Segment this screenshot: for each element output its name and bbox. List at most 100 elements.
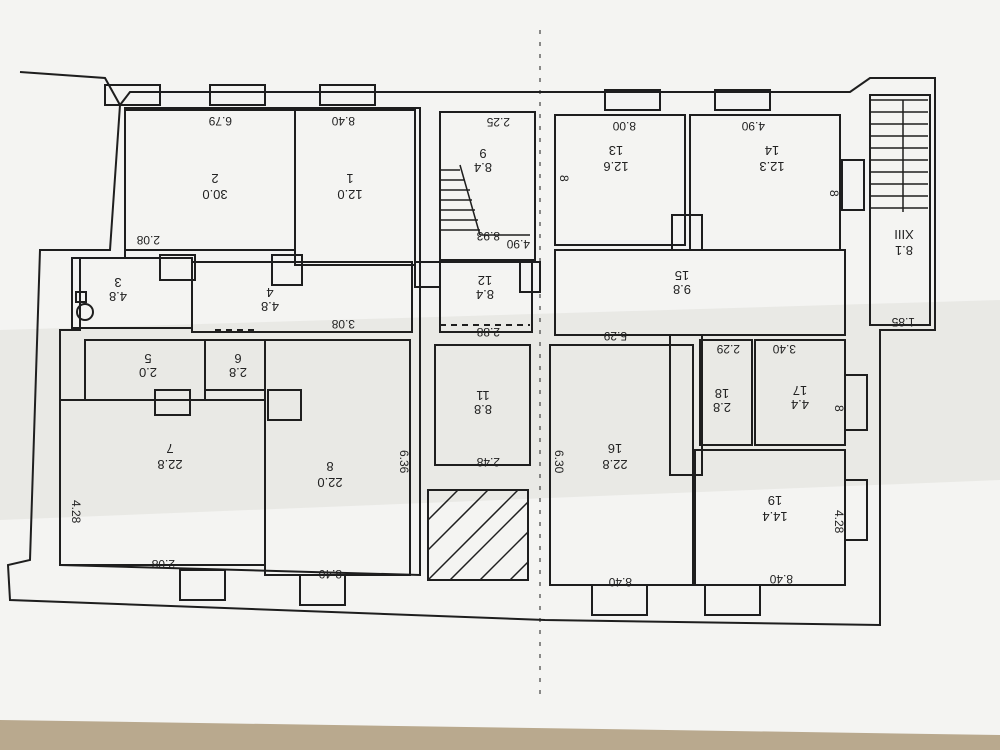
room-9-area: 8.4 <box>474 160 492 175</box>
dim-d22: 4.28 <box>832 510 846 534</box>
dim-d25: 8 <box>832 405 846 412</box>
dim-d8: 4.90 <box>506 237 530 251</box>
toilet-fixture <box>76 303 94 321</box>
dim-d11: 6.30 <box>552 450 566 474</box>
room-7-area: 22.8 <box>157 457 182 472</box>
room-5-area: 2.0 <box>139 365 157 380</box>
room-14-number: 14 <box>765 143 779 158</box>
room-11-number: 11 <box>476 388 490 403</box>
room-5-number: 5 <box>144 351 151 366</box>
dim-room-13-top: 8.00 <box>612 119 636 133</box>
window-7 <box>299 574 346 606</box>
column-1 <box>159 254 196 281</box>
dim-d18: 2.48 <box>476 455 500 469</box>
column-5 <box>671 214 703 251</box>
room-12-outline <box>439 261 533 333</box>
room-2-area: 30.0 <box>202 187 227 202</box>
room-13-area: 12.6 <box>603 159 628 174</box>
room-17-number: 17 <box>793 383 807 398</box>
column-4 <box>267 389 302 421</box>
dim-d24: 8 <box>827 190 841 197</box>
window-2 <box>209 84 266 106</box>
dim-d9: 6.36 <box>397 450 411 474</box>
room-15-area: 9.8 <box>673 282 691 297</box>
window-4 <box>604 89 661 111</box>
hatch-lines <box>427 489 529 581</box>
column-7 <box>414 261 441 288</box>
room-18-outline <box>699 339 753 446</box>
dim-d14: 3.40 <box>772 342 796 356</box>
window-9 <box>704 584 761 616</box>
outer-wall <box>6 71 936 627</box>
room-XIII-area: 8.1 <box>895 243 913 258</box>
dim-room-9-right: 8.93 <box>476 229 500 243</box>
dim-room-14-top: 4.90 <box>741 119 765 133</box>
room-label-1: 12.0 1 <box>337 171 362 202</box>
room-12-area: 8.4 <box>476 287 494 302</box>
room-3-number: 3 <box>114 275 121 290</box>
window-6 <box>179 569 226 601</box>
dim-room-10-top: 2.25 <box>486 115 510 129</box>
paper-shadow <box>0 300 1000 520</box>
dim-d13: 5.29 <box>603 329 627 343</box>
center-stair <box>440 164 530 236</box>
room-11-area: 8.8 <box>474 402 492 417</box>
dim-d5: 3.08 <box>331 317 355 331</box>
room-13-outline <box>554 114 686 246</box>
window-8 <box>591 584 648 616</box>
room-2-outline <box>124 109 296 251</box>
window-1 <box>104 84 161 106</box>
plan-drawing <box>6 30 936 700</box>
room-7-number: 7 <box>166 441 173 456</box>
room-16-number: 16 <box>608 441 622 456</box>
room-label-4: 4.8 4 <box>261 285 279 314</box>
dim-room-XIII-bottom: 1.85 <box>891 315 915 329</box>
room-label-9: 8.4 9 <box>474 146 492 175</box>
window-5 <box>714 89 771 111</box>
room-4-area: 4.8 <box>261 299 279 314</box>
column-3 <box>154 389 191 416</box>
room-label-7: 22.8 7 <box>157 441 182 472</box>
room-8-area: 22.0 <box>317 475 342 490</box>
dim-d21: 4.28 <box>69 500 83 524</box>
room-label-2: 30.0 2 <box>202 171 227 202</box>
room-label-19: 14.4 19 <box>762 493 787 524</box>
column-8 <box>519 261 541 293</box>
dim-d17: 2.88 <box>476 325 500 339</box>
room-9-number: 9 <box>479 146 486 161</box>
room-label-3: 4.8 3 <box>109 275 127 304</box>
room-label-15: 9.8 15 <box>673 268 691 297</box>
dim-d6: 8.40 <box>608 575 632 589</box>
room-label-XIII: 8.1 XIII <box>894 227 914 258</box>
room-label-14: 12.3 14 <box>759 143 784 174</box>
room-label-18: 2.8 18 <box>713 386 731 415</box>
room-11-outline <box>434 344 531 466</box>
room-19-number: 19 <box>768 493 782 508</box>
room-label-8: 22.0 8 <box>317 459 342 490</box>
room-labels: 30.0 2 12.0 1 4.8 3 4.8 4 2.0 5 2.8 6 22… <box>109 143 914 524</box>
hatched-block <box>427 489 529 581</box>
room-1-number: 1 <box>346 171 353 186</box>
dim-d15: 2.29 <box>716 342 740 356</box>
room-14-area: 12.3 <box>759 159 784 174</box>
dim-d3: 2.08 <box>151 557 175 571</box>
room-15-number: 15 <box>675 268 689 283</box>
room-1-area: 12.0 <box>337 187 362 202</box>
dim-room-2-top: 6.79 <box>208 114 232 128</box>
window-11 <box>844 374 868 431</box>
dim-d7: 8.40 <box>769 572 793 586</box>
room-XIII-outline <box>869 94 931 326</box>
room-16-area: 22.8 <box>602 457 627 472</box>
room-6-number: 6 <box>234 351 241 366</box>
dim-room-1-top: 8.40 <box>331 114 355 128</box>
room-17-area: 4.4 <box>791 397 809 412</box>
window-3 <box>319 84 376 106</box>
stair-room-outline <box>439 111 536 261</box>
room-18-area: 2.8 <box>713 400 731 415</box>
dim-d23: 8 <box>557 175 571 182</box>
wall-dimension-labels: 8.40 6.79 8.93 2.25 8.00 4.90 1.85 2.08 … <box>69 114 915 589</box>
room-12-number: 12 <box>478 273 492 288</box>
right-stair <box>870 99 928 212</box>
room-label-5: 2.0 5 <box>139 351 157 380</box>
